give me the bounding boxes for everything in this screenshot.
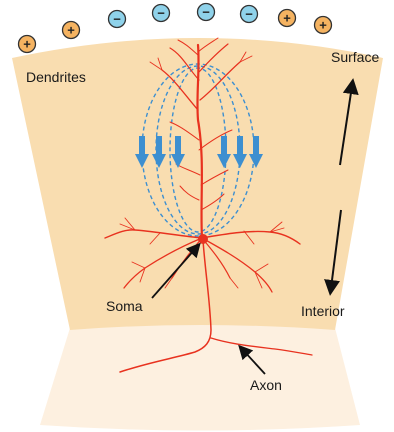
svg-text:+: + <box>283 11 291 26</box>
positive-charge-icon: + <box>19 36 36 53</box>
dendrites-label: Dendrites <box>26 69 86 85</box>
negative-charge-icon: − <box>153 5 170 22</box>
svg-text:−: − <box>245 7 253 22</box>
svg-text:+: + <box>23 37 31 52</box>
surface-label: Surface <box>331 49 379 65</box>
white-matter-layer <box>40 323 360 431</box>
interior-label: Interior <box>301 303 345 319</box>
positive-charge-icon: + <box>279 10 296 27</box>
positive-charge-icon: + <box>63 22 80 39</box>
negative-charge-icon: − <box>241 6 258 23</box>
negative-charge-icon: − <box>109 11 126 28</box>
positive-charge-icon: + <box>315 17 332 34</box>
negative-charge-icon: − <box>198 4 215 21</box>
svg-text:−: − <box>202 5 210 20</box>
soma-label: Soma <box>106 298 143 314</box>
svg-text:−: − <box>157 6 165 21</box>
svg-text:−: − <box>113 12 121 27</box>
svg-text:+: + <box>319 18 327 33</box>
soma-body <box>198 234 208 244</box>
axon-label: Axon <box>250 377 282 393</box>
svg-text:+: + <box>67 23 75 38</box>
